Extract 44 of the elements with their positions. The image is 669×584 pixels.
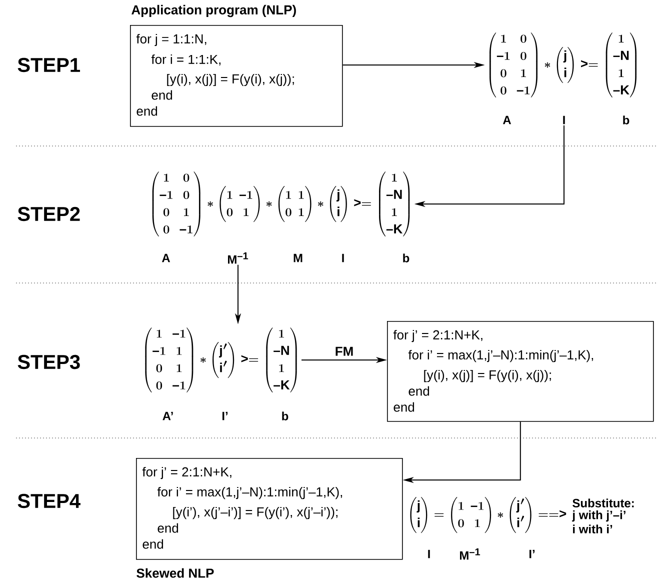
matrix-formula: $\begin{pmatrix}1&0\\-1&0\\0&1\\0&-1\end{pmatrix}*\begin{pmatrix}1&-1\\0&1\end{pmatrix}*\begin{pmatrix}1&1\\0&1\end{pmatrix}*\begin{pmatrix}j\\i\end{pmatrix}>=\begin{pmatrix}1\\-N\\1\\-K\end{pmatrix}$: [152, 172, 410, 236]
matrix-formula: $\begin{pmatrix}1&-1\\-1&1\\0&1\\0&-1\end{pmatrix}*\begin{pmatrix}j'\\i'\end{pmatrix}>=\begin{pmatrix}1\\-N\\1\\-K\end{pmatrix}$: [145, 328, 297, 392]
matrix-label: I: [563, 116, 565, 124]
box-caption: Skewed NLP: [136, 568, 214, 578]
code-line: end: [408, 386, 430, 396]
code-line: for i’ = max(1,j’–N):1:min(j’–1,K),: [157, 486, 342, 500]
code-line: [y(i), x(j)] = F(y(i), x(j));: [424, 370, 551, 382]
matrix-label: A: [162, 254, 170, 262]
step-label: STEP2: [18, 206, 80, 222]
matrix-label: I: [342, 254, 344, 262]
box-caption: Application program (NLP): [132, 4, 296, 18]
matrix-formula: $\begin{pmatrix}j\\i\end{pmatrix}=\begin{pmatrix}1&-1\\0&1\end{pmatrix}*\begin{pmatrix}j'\\i'\end{pmatrix}==>$: [410, 497, 566, 533]
step-label: STEP3: [18, 354, 80, 370]
code-line: end: [158, 523, 178, 533]
code-line: end: [142, 539, 164, 549]
matrix-label: I: [428, 550, 430, 558]
code-line: end: [394, 402, 414, 412]
matrix-label: b: [403, 254, 410, 262]
matrix-label: I’: [529, 550, 535, 558]
matrix-label: b: [282, 412, 288, 420]
matrix-label: b: [623, 116, 630, 124]
code-line: end: [152, 90, 172, 100]
code-box: [387, 321, 654, 422]
matrix-label: I’: [222, 412, 228, 420]
note-text: Substitute:: [572, 498, 634, 508]
code-line: for j’ = 2:1:N+K,: [393, 330, 482, 342]
matrix-label: M: [294, 254, 302, 262]
code-line: for i = 1:1:K,: [151, 54, 220, 66]
step-label: STEP1: [18, 58, 80, 72]
note-text: i with i’: [573, 524, 612, 534]
matrix-label: M$^{–1}$: [460, 548, 480, 560]
code-line: for j = 1:1:N,: [136, 34, 206, 46]
code-line: for j’ = 2:1:N+K,: [142, 466, 232, 480]
matrix-label: M$^{–1}$: [228, 252, 248, 264]
matrix-label: A: [502, 116, 512, 124]
code-line: for i’ = max(1,j’–N):1:min(j’–1,K),: [408, 350, 594, 362]
step-label: STEP4: [18, 494, 80, 508]
edge-label: FM: [334, 346, 355, 357]
code-line: [y(i), x(j)] = F(y(i), x(j));: [167, 74, 294, 86]
matrix-label: A’: [162, 412, 173, 420]
note-text: j with j’–i’: [572, 510, 626, 522]
code-line: [y(i’), x(j’–i’)] = F(y(i’), x(j’–i’));: [173, 506, 338, 520]
matrix-formula: $\begin{pmatrix}1&0\\-1&0\\0&1\\0&-1\end{pmatrix}*\begin{pmatrix}j\\i\end{pmatrix}>=\begin{pmatrix}1\\-N\\1\\-K\end{pmatrix}$: [490, 32, 636, 98]
code-line: end: [136, 106, 158, 116]
